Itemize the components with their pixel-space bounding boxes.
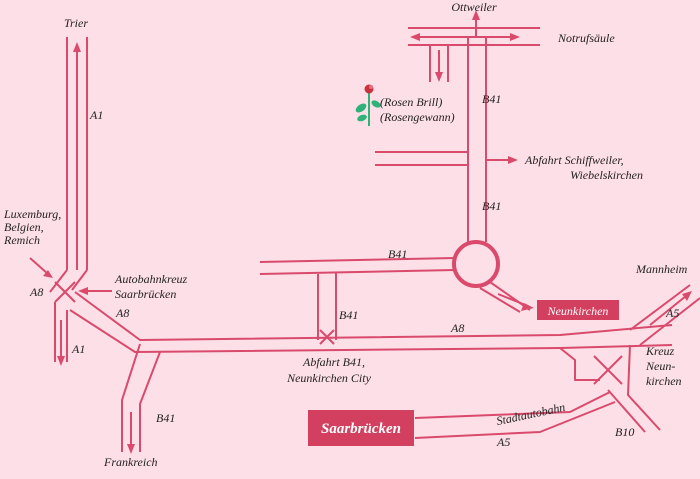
wiebelskirchen-label: Wiebelskirchen xyxy=(570,168,643,182)
notrufsaeule-label: Notrufsäule xyxy=(557,31,615,45)
luxemburg-label: Luxemburg, xyxy=(3,207,61,221)
rose-icon xyxy=(355,84,381,126)
belgien-label: Belgien, xyxy=(4,220,44,234)
b41-south-road xyxy=(121,343,161,454)
saarbruecken-box xyxy=(308,410,414,446)
a8-east-label: A8 xyxy=(450,321,464,335)
kirchen-label: kirchen xyxy=(646,374,682,388)
a8-mid-label: A8 xyxy=(115,306,129,320)
b10-label: B10 xyxy=(615,425,634,439)
a1-north-road xyxy=(66,37,88,270)
a8-road xyxy=(69,291,673,353)
saarbruecken-kreuz-label: Saarbrücken xyxy=(115,287,176,301)
b41-south-label: B41 xyxy=(156,411,175,425)
a1-south-label: A1 xyxy=(71,342,85,356)
b41-ring-label: B41 xyxy=(388,247,407,261)
abfahrt-schiffweiler-label: Abfahrt Schiffweiler, xyxy=(524,153,624,167)
b41-mid-label: B41 xyxy=(482,199,501,213)
b41-west-road xyxy=(259,257,456,345)
a1-north-label: A1 xyxy=(89,108,103,122)
kreuz-neunkirchen xyxy=(414,284,700,439)
ottweiler-label: Ottweiler xyxy=(451,0,497,14)
neunkirchen-label: Neunkirchen xyxy=(547,304,609,318)
b41-down-label: B41 xyxy=(339,308,358,322)
neun-label: Neun- xyxy=(645,359,675,373)
frankreich-label: Frankreich xyxy=(103,455,158,469)
b41-top-label: B41 xyxy=(482,92,501,106)
a5-east-label: A5 xyxy=(665,306,679,320)
remich-label: Remich xyxy=(3,233,40,247)
rosengewann-label: (Rosengewann) xyxy=(380,110,455,124)
a5-south-label: A5 xyxy=(496,435,510,449)
autobahnkreuz-label: Autobahnkreuz xyxy=(114,272,188,286)
rosen-brill-label: (Rosen Brill) xyxy=(380,95,442,109)
mannheim-label: Mannheim xyxy=(635,262,688,276)
autobahnkreuz-junction xyxy=(29,257,112,366)
neunkirchen-city-label: Neunkirchen City xyxy=(286,371,372,385)
b41-north-road xyxy=(375,10,540,313)
neunkirchen-box xyxy=(537,300,619,320)
trier-label: Trier xyxy=(64,16,88,30)
saarbruecken-label: Saarbrücken xyxy=(321,421,401,437)
kreuz-label: Kreuz xyxy=(645,344,675,358)
a8-west-label: A8 xyxy=(29,285,43,299)
abfahrt-b41-label: Abfahrt B41, xyxy=(302,355,365,369)
